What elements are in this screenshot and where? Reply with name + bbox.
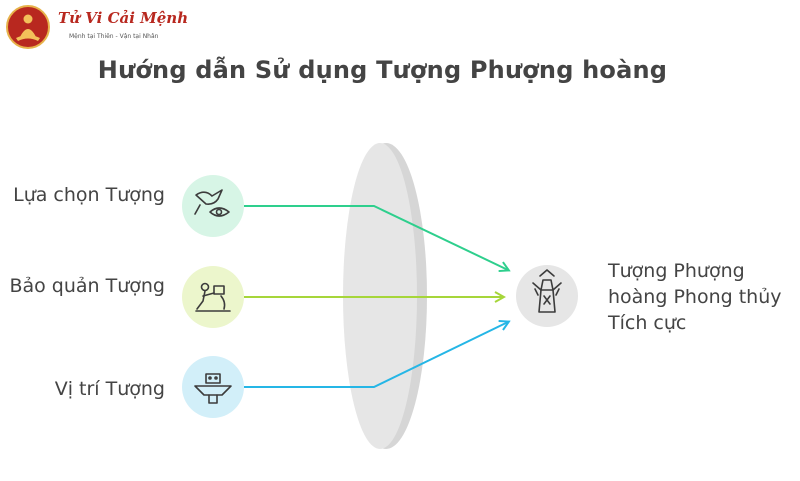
totem-icon <box>194 373 232 404</box>
node-care <box>182 266 244 328</box>
result-label: Tượng Phượng hoàng Phong thủy Tích cực <box>608 260 782 334</box>
site-logo[interactable]: Tử Vi Cải Mệnh Mệnh tại Thiên - Vận tại … <box>6 5 196 51</box>
meditating-figure-icon <box>16 14 40 41</box>
connector-select <box>244 205 508 270</box>
logo-subtitle: Mệnh tại Thiên - Vận tại Nhân <box>69 33 159 40</box>
phoenix-statue-icon <box>532 269 562 313</box>
page-title: Hướng dẫn Sử dụng Tượng Phượng hoàng <box>97 56 668 84</box>
label-care: Bảo quản Tượng <box>9 275 165 297</box>
bird-eye-icon <box>194 189 230 217</box>
label-position: Vị trí Tượng <box>54 378 165 400</box>
node-result <box>516 265 578 327</box>
connector-position <box>244 322 508 388</box>
logo-badge <box>6 5 50 49</box>
node-select <box>182 175 244 237</box>
label-select: Lựa chọn Tượng <box>13 184 165 206</box>
node-position <box>182 356 244 418</box>
logo-title: Tử Vi Cải Mệnh <box>58 9 189 27</box>
care-figure-icon <box>195 282 231 312</box>
